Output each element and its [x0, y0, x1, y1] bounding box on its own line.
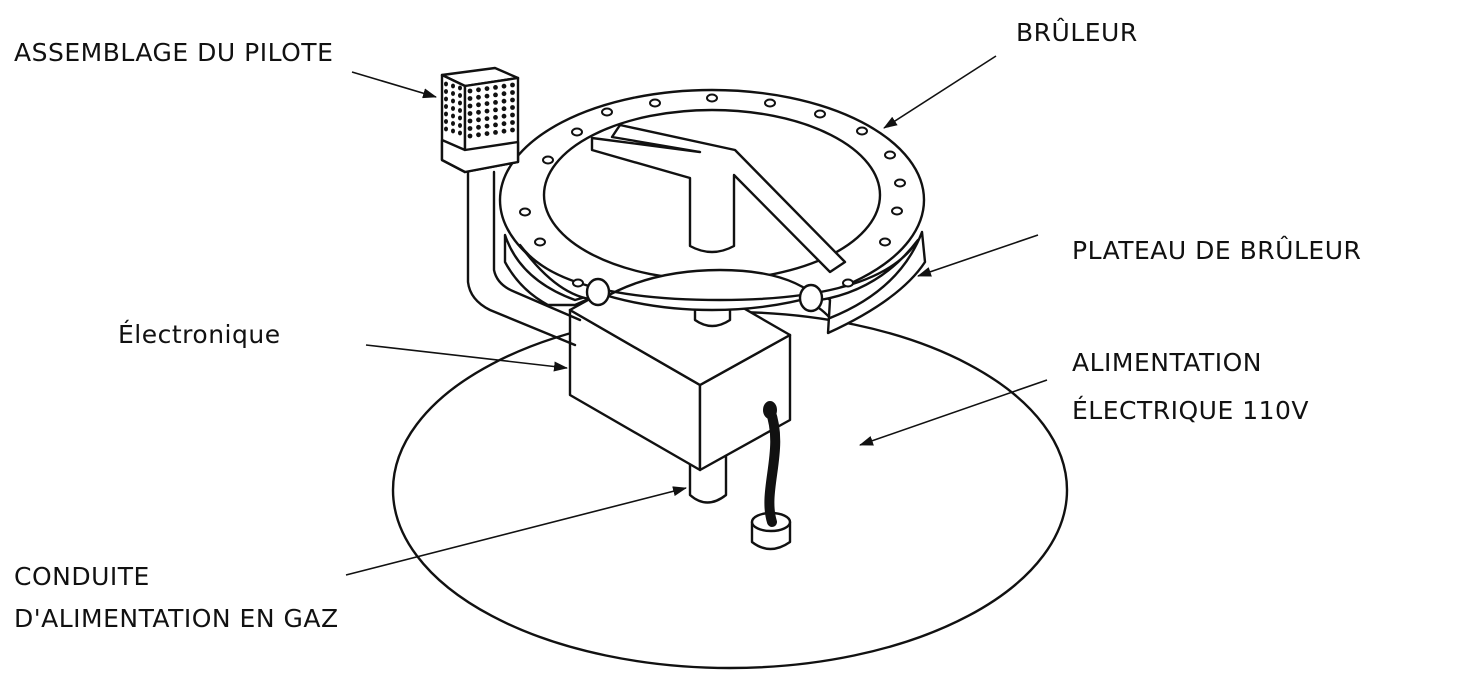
- label-gas-line1: CONDUITE: [14, 562, 150, 591]
- arrow-burner-plate: [917, 234, 1039, 277]
- arrow-burner: [883, 55, 997, 129]
- label-electronics: Électronique: [118, 320, 281, 349]
- arrow-pilot: [351, 71, 437, 99]
- arrow-power: [859, 379, 1048, 446]
- arrow-electronics: [365, 344, 568, 372]
- burner-ring: [498, 88, 926, 313]
- electronics-box: [568, 258, 792, 527]
- label-power-line2: ÉLECTRIQUE 110V: [1072, 396, 1310, 425]
- label-burner: BRÛLEUR: [1016, 18, 1138, 47]
- label-burner-plate: PLATEAU DE BRÛLEUR: [1072, 236, 1362, 265]
- pilot-pipe: [466, 170, 582, 347]
- pilot-assembly: [440, 66, 520, 174]
- label-gas-line2: D'ALIMENTATION EN GAZ: [14, 604, 339, 633]
- arrow-gas: [345, 486, 687, 576]
- label-pilot-assembly: ASSEMBLAGE DU PILOTE: [14, 38, 334, 67]
- label-power-line1: ALIMENTATION: [1072, 348, 1262, 377]
